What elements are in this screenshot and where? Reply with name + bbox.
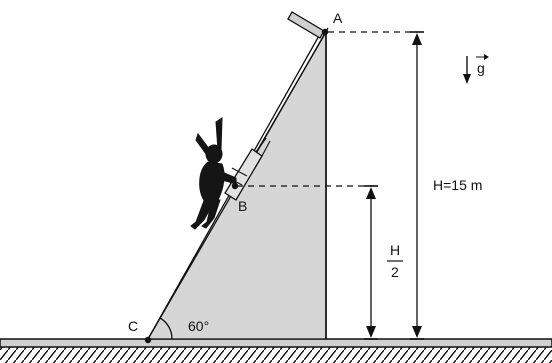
- gravity-arrow: [463, 56, 471, 84]
- fraction-numerator: H: [390, 242, 400, 258]
- half-height-fraction: H 2: [387, 242, 403, 280]
- half-height-dimension-arrow: [364, 185, 378, 340]
- gravity-label: g: [477, 60, 485, 76]
- point-b-dot: [231, 182, 239, 190]
- ground-surface: [0, 338, 552, 348]
- point-a-dot: [321, 28, 329, 36]
- gravity-vector-mark: [476, 54, 489, 60]
- ground-hatching: [0, 347, 552, 363]
- top-handle: [287, 11, 325, 39]
- height-label: H=15 m: [433, 177, 482, 193]
- point-b-label: B: [238, 198, 247, 214]
- point-a-label: A: [333, 10, 343, 26]
- angle-label: 60°: [188, 318, 209, 334]
- fraction-denominator: 2: [391, 264, 399, 280]
- point-c-dot: [144, 336, 152, 344]
- point-c-label: C: [128, 318, 138, 334]
- person-silhouette: [190, 117, 237, 230]
- angle-arc: [159, 317, 173, 340]
- height-dimension-arrow: [410, 31, 424, 340]
